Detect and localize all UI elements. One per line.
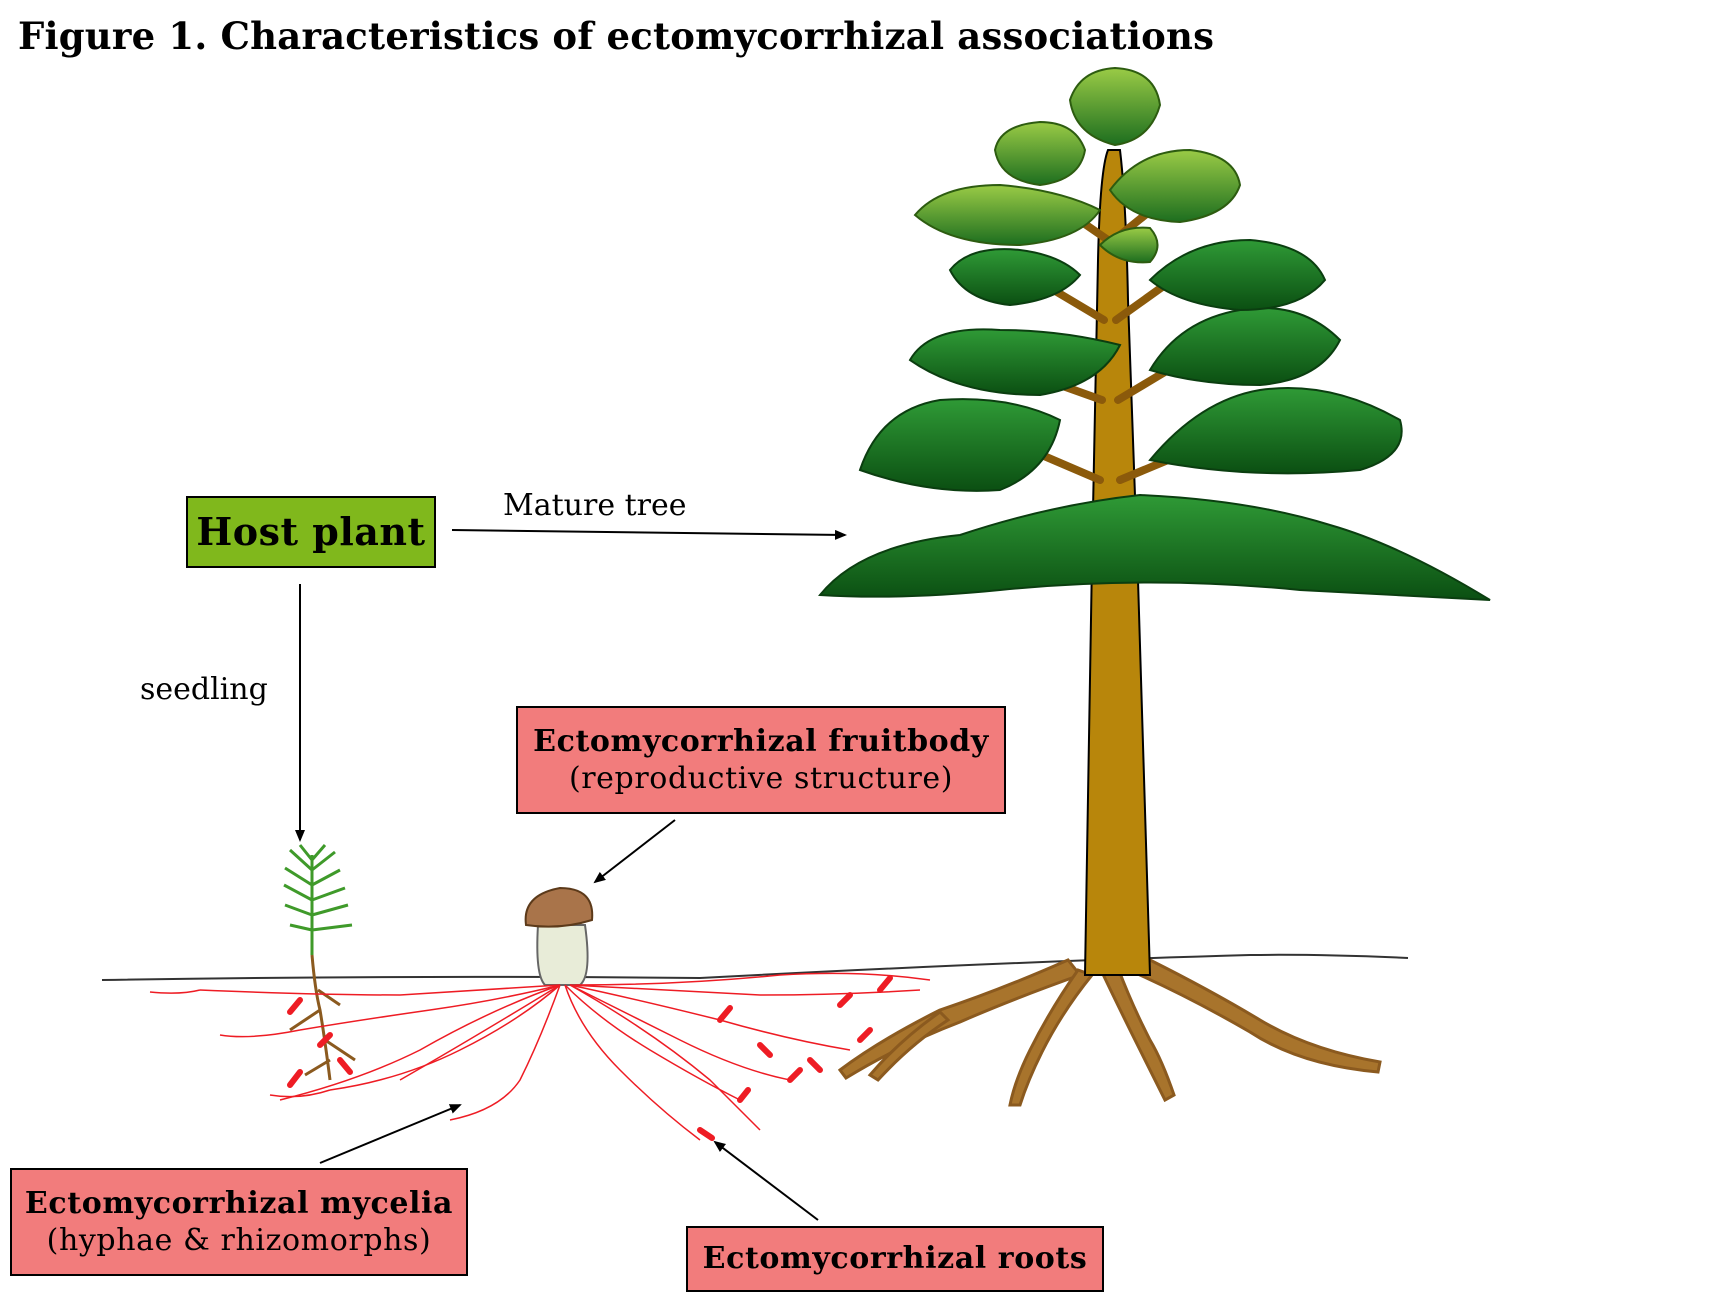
- fruitbody-title: Ectomycorrhizal fruitbody: [533, 723, 989, 759]
- fruitbody-subtitle: (reproductive structure): [568, 761, 954, 796]
- ecm-root-tips: [287, 975, 893, 1141]
- roots-box: Ectomycorrhizal roots: [686, 1226, 1104, 1292]
- figure-title: Figure 1. Characteristics of ectomycorrh…: [18, 14, 1215, 58]
- tree-foliage: [818, 66, 1491, 601]
- roots-title: Ectomycorrhizal roots: [702, 1241, 1088, 1277]
- tree-roots: [837, 958, 1382, 1107]
- arrow-to-roots: [713, 1140, 819, 1221]
- seedling-roots: [289, 954, 356, 1081]
- arrow-to-mycelia: [319, 1104, 462, 1164]
- mycelia-subtitle: (hyphae & rhizomorphs): [46, 1223, 432, 1258]
- mushroom-fruitbody: [524, 886, 594, 986]
- seedling-plant: [283, 844, 353, 955]
- mycelia-title: Ectomycorrhizal mycelia: [24, 1185, 454, 1221]
- arrow-to-fruitbody: [593, 819, 676, 884]
- seedling-label: seedling: [140, 672, 268, 707]
- fruitbody-box: Ectomycorrhizal fruitbody (reproductive …: [516, 706, 1006, 814]
- host-plant-box: Host plant: [186, 496, 436, 568]
- mycelia-box: Ectomycorrhizal mycelia (hyphae & rhizom…: [10, 1168, 468, 1276]
- hyphae-network: [149, 972, 931, 1141]
- ground-line: [101, 953, 1409, 981]
- mature-tree-label: Mature tree: [503, 488, 687, 523]
- arrow-to-tree: [451, 529, 847, 540]
- host-plant-label: Host plant: [196, 509, 426, 555]
